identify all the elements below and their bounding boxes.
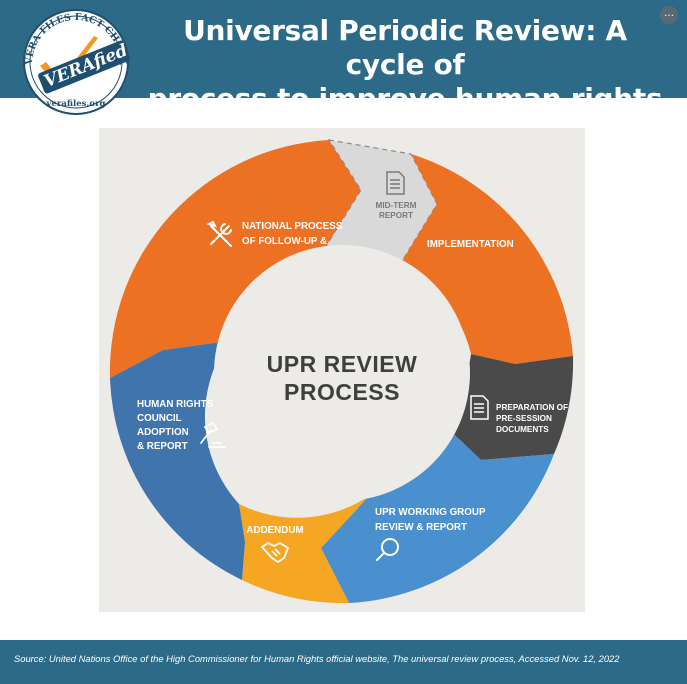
gavel-icon bbox=[200, 421, 226, 448]
source-citation: Source: United Nations Office of the Hig… bbox=[14, 653, 620, 664]
title-line-2: process to improve human rights bbox=[147, 82, 663, 115]
addendum-label: ADDENDUM bbox=[246, 525, 303, 536]
footer-banner: Source: United Nations Office of the Hig… bbox=[0, 640, 687, 684]
adoption-label-1: HUMAN RIGHTS bbox=[137, 399, 214, 410]
page-title: Universal Periodic Review: A cycle of pr… bbox=[140, 14, 670, 116]
center-title-line-1: UPR REVIEW bbox=[267, 351, 418, 377]
adoption-label-2: COUNCIL bbox=[137, 413, 182, 424]
verafied-logo: VERA FILES FACT CHECK VERAfied verafiles… bbox=[23, 9, 131, 115]
mid-term-label-1: MID-TERM bbox=[376, 201, 417, 210]
adoption-label-3: ADOPTION bbox=[137, 427, 189, 438]
national-process-label-1: NATIONAL PROCESS bbox=[242, 221, 343, 232]
preparation-label-1: PREPARATION OF bbox=[496, 403, 568, 412]
handshake-icon bbox=[261, 542, 289, 563]
segment-adoption bbox=[110, 341, 245, 580]
working-group-label-1: UPR WORKING GROUP bbox=[375, 507, 486, 518]
preparation-label-2: PRE-SESSION bbox=[496, 414, 552, 423]
working-group-label-2: REVIEW & REPORT bbox=[375, 522, 467, 533]
more-options-button[interactable]: … bbox=[660, 6, 678, 24]
segment-addendum bbox=[239, 496, 369, 604]
title-line-1: Universal Periodic Review: A cycle of bbox=[183, 14, 627, 81]
implementation-label: IMPLEMENTATION bbox=[427, 239, 514, 250]
logo-site: verafiles.org bbox=[46, 99, 106, 109]
document-icon bbox=[386, 171, 405, 195]
center-disc bbox=[214, 245, 470, 501]
tools-icon bbox=[206, 220, 232, 247]
segment-national-process bbox=[109, 140, 362, 378]
segment-implementation bbox=[399, 154, 573, 364]
segment-preparation bbox=[441, 354, 574, 460]
mid-term-label-2: REPORT bbox=[379, 211, 413, 220]
magnifier-icon bbox=[376, 538, 399, 561]
preparation-label-3: DOCUMENTS bbox=[496, 425, 549, 434]
document-icon bbox=[470, 395, 489, 420]
upr-cycle-diagram: UPR REVIEW PROCESS MID-TERM REPORT NATIO… bbox=[109, 139, 574, 604]
national-process-label-2: OF FOLLOW-UP & bbox=[242, 236, 327, 247]
center-title-line-2: PROCESS bbox=[284, 379, 400, 405]
adoption-label-4: & REPORT bbox=[137, 441, 188, 452]
